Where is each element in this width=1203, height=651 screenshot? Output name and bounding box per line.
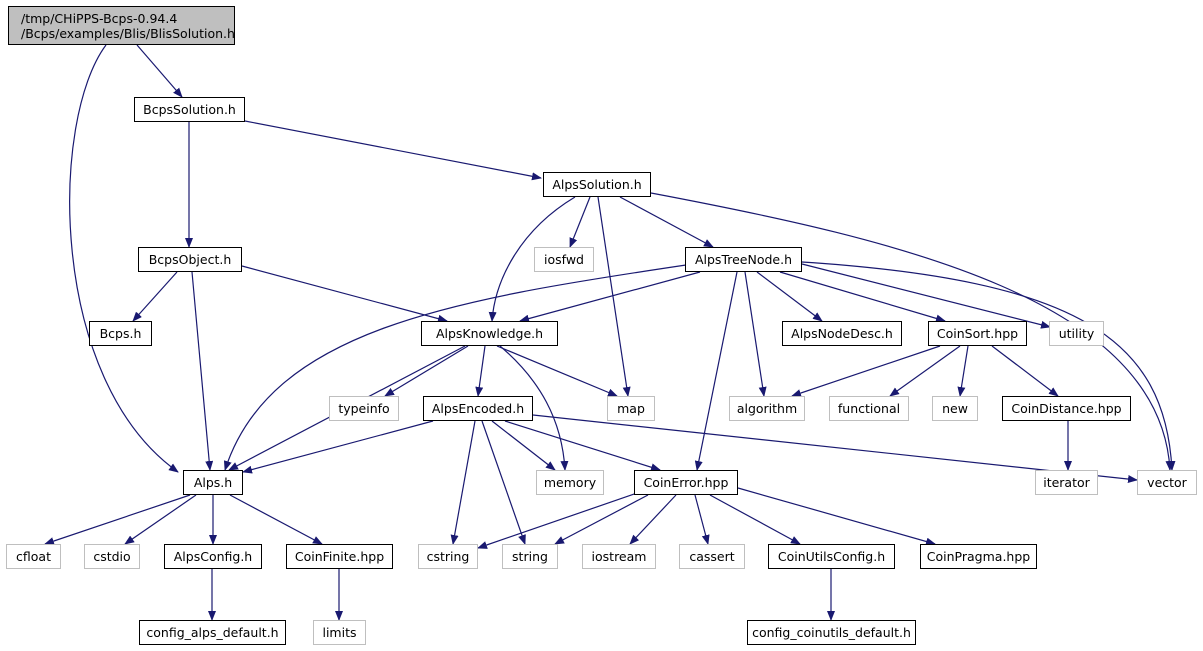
node-alps-knowledge-h[interactable]: AlpsKnowledge.h <box>421 321 558 346</box>
edge-tree-node-to-vector <box>801 261 1176 471</box>
node-alps-h[interactable]: Alps.h <box>183 470 243 495</box>
edge-alps-knowledge-to-typeinfo <box>384 345 469 397</box>
node-typeinfo: typeinfo <box>329 396 399 421</box>
edge-alps-solution-to-map <box>597 196 631 397</box>
node-alps-tree-node-h[interactable]: AlpsTreeNode.h <box>685 247 802 272</box>
edge-coin-error-to-cassert <box>694 494 710 545</box>
node-alps-solution-h[interactable]: AlpsSolution.h <box>543 172 651 197</box>
node-coin-distance-hpp[interactable]: CoinDistance.hpp <box>1002 396 1131 421</box>
edge-alps-encoded-to-memory <box>491 420 556 471</box>
edge-alps-encoded-to-coin-error <box>504 420 661 472</box>
edge-coin-error-to-coin-pragma <box>737 487 936 546</box>
node-config-alps-default-h[interactable]: config_alps_default.h <box>139 620 286 645</box>
node-utility: utility <box>1049 321 1104 346</box>
root-path-line-2: /Bcps/examples/Blis/BlisSolution.h <box>21 25 235 41</box>
edge-coin-sort-to-functional <box>889 345 961 397</box>
edge-bcps-object-to-alps-knowledge <box>241 265 448 323</box>
node-bcps-solution-h[interactable]: BcpsSolution.h <box>134 97 245 122</box>
edge-coin-error-to-string <box>554 494 649 545</box>
edge-alps-solution-to-alps-tree-node <box>619 196 714 248</box>
node-alps-node-desc-h[interactable]: AlpsNodeDesc.h <box>782 321 902 346</box>
edge-coin-error-to-coin-utils-config <box>709 494 801 545</box>
node-string: string <box>502 544 558 569</box>
edge-alps-knowledge-to-memory <box>499 345 569 471</box>
edge-coin-sort-to-new <box>957 345 969 397</box>
node-coin-pragma-hpp[interactable]: CoinPragma.hpp <box>920 544 1037 569</box>
node-bcps-h[interactable]: Bcps.h <box>89 321 152 346</box>
edge-tree-node-to-alps-h <box>223 264 687 471</box>
edge-coin-sort-to-coin-distance <box>991 345 1059 397</box>
edge-tree-node-to-algorithm <box>744 271 767 397</box>
edge-alps-encoded-to-string <box>481 420 526 545</box>
edge-alps-encoded-to-cstring <box>450 420 476 545</box>
edge-tree-node-to-utility <box>801 263 1051 329</box>
node-functional: functional <box>829 396 909 421</box>
edge-alps-solution-to-vector <box>650 192 1174 471</box>
node-config-coinutils-default-h[interactable]: config_coinutils_default.h <box>747 620 916 645</box>
node-coin-sort-hpp[interactable]: CoinSort.hpp <box>928 321 1027 346</box>
node-iterator: iterator <box>1035 470 1098 495</box>
node-cstdio: cstdio <box>84 544 140 569</box>
root-node-blis-solution-h: /tmp/CHiPPS-Bcps-0.94.4 /Bcps/examples/B… <box>8 6 235 45</box>
node-alps-encoded-h[interactable]: AlpsEncoded.h <box>423 396 533 421</box>
node-coin-finite-hpp[interactable]: CoinFinite.hpp <box>286 544 393 569</box>
edge-root-to-bcps-solution <box>136 44 183 98</box>
edge-tree-node-to-coin-sort <box>779 271 946 323</box>
node-coin-error-hpp[interactable]: CoinError.hpp <box>634 470 738 495</box>
edge-alps-knowledge-to-alps-encoded <box>475 345 486 397</box>
node-iosfwd: iosfwd <box>534 247 594 272</box>
node-algorithm: algorithm <box>729 396 805 421</box>
node-map: map <box>607 396 655 421</box>
node-alps-config-h[interactable]: AlpsConfig.h <box>164 544 262 569</box>
node-new: new <box>932 396 978 421</box>
node-cstring: cstring <box>418 544 478 569</box>
edge-alps-knowledge-to-map <box>496 345 618 397</box>
edge-bcps-object-to-bcps-h <box>132 271 178 322</box>
edge-coin-error-to-iostream <box>629 494 677 545</box>
edge-alps-encoded-to-vector <box>532 414 1138 484</box>
edge-alps-h-to-cfloat <box>44 494 191 545</box>
edge-alps-solution-to-alps-knowledge <box>488 196 576 322</box>
node-vector: vector <box>1137 470 1197 495</box>
edge-alps-h-to-cstdio <box>124 494 197 545</box>
edge-coin-sort-to-algorithm <box>791 345 941 397</box>
node-bcps-object-h[interactable]: BcpsObject.h <box>138 247 242 272</box>
node-limits: limits <box>313 620 366 645</box>
edge-alps-encoded-to-alps-h <box>242 420 434 474</box>
edge-bcps-solution-to-alps-solution <box>244 120 542 181</box>
edge-root-to-alps <box>69 44 179 473</box>
root-path-line-1: /tmp/CHiPPS-Bcps-0.94.4 <box>21 10 178 26</box>
node-memory: memory <box>536 470 604 495</box>
node-iostream: iostream <box>582 544 656 569</box>
edge-coin-error-to-cstring <box>477 491 641 549</box>
node-cassert: cassert <box>679 544 745 569</box>
edge-tree-node-to-alps-node-desc <box>756 271 823 322</box>
edge-alps-h-to-coin-finite <box>229 494 323 545</box>
edge-alps-solution-to-iosfwd <box>569 196 591 248</box>
edge-tree-node-to-alps-knowledge <box>519 271 701 323</box>
edge-bcps-object-to-alps-h <box>191 271 214 471</box>
node-coin-utils-config-h[interactable]: CoinUtilsConfig.h <box>768 544 895 569</box>
node-cfloat: cfloat <box>6 544 61 569</box>
edge-tree-node-to-coin-error <box>694 271 738 471</box>
